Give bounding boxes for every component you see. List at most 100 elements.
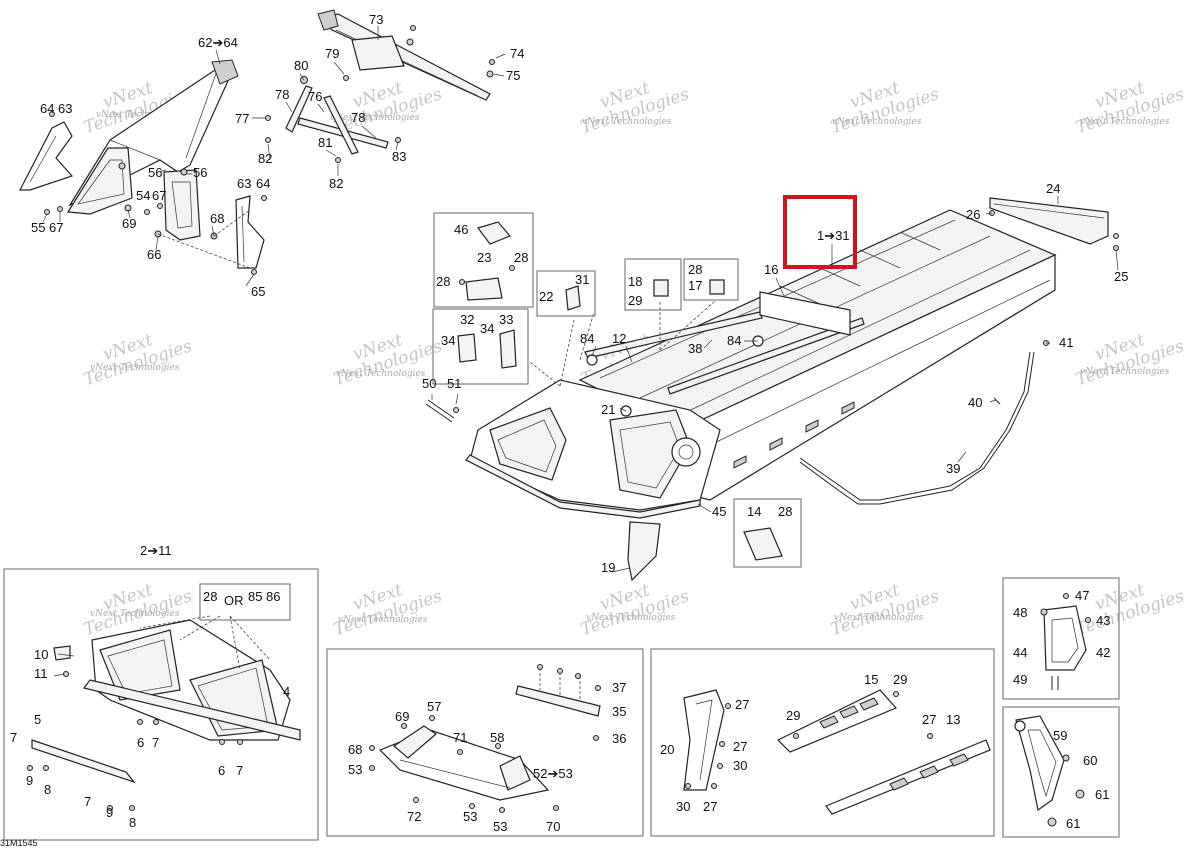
callout-label: 28 [778,504,792,519]
callout-label: 5 [34,712,41,727]
heat-exchanger-13 [825,739,991,815]
callout-label: 86 [266,589,280,604]
callout-label: 67 [152,188,166,203]
callout-label: 34 [480,321,494,336]
callout-label: 8 [44,782,51,797]
callout-label: 55 [31,220,45,235]
callout-label: 65 [251,284,265,299]
tunnel-reinforcement-box [650,648,995,837]
callout-label: 10 [34,647,48,662]
callout-label: OR [224,593,244,608]
watermark-text: vNext Technologies [832,117,922,127]
bracket-19 [627,521,661,582]
callout-label: 28 [203,589,217,604]
heat-shield-left [19,121,74,191]
rear-rod [799,351,1031,501]
callout-label: 40 [968,395,982,410]
callout-label: 27 [735,697,749,712]
callout-label: 46 [454,222,468,237]
callout-label: 83 [392,149,406,164]
front-chassis-bottom-rail [465,454,701,519]
callout-label: 32 [460,312,474,327]
rear-bumper [989,197,1109,245]
callout-label: 31 [575,272,589,287]
steering-link-left [285,85,313,133]
callout-label: 18 [628,274,642,289]
callout-label: 50 [422,376,436,391]
tunnel-rail [667,317,865,395]
callout-label: 14 [747,504,761,519]
heat-shield-right [235,195,265,269]
callout-label: 37 [612,680,626,695]
steering-support-assembly [19,59,267,275]
callout-label: 53 [348,762,362,777]
steering-support-gusset [163,169,201,241]
callout-label: 30 [733,758,747,773]
right-side-boxes [1002,577,1120,838]
watermark-text: vNext Technologies [586,613,676,623]
callout-label: 64 [40,101,54,116]
callout-label: 6 [137,735,144,750]
steering-support-gusset [66,147,133,215]
highlight-label: 1➔31 [817,228,850,243]
steering-arm [320,13,491,101]
callout-label: 27 [922,712,936,727]
steering-arm-end [317,9,339,31]
steering-link-assembly [265,9,495,163]
callout-label: 47 [1075,588,1089,603]
callout-label: 23 [477,250,491,265]
callout-label: 28 [688,262,702,277]
callout-label: 13 [946,712,960,727]
callout-label: 68 [210,211,224,226]
callout-labels: 62➔64 73 79 74 75 80 78 76 77 78 81 82 8… [10,12,1128,834]
callout-label: 59 [1053,728,1067,743]
callout-label: 29 [786,708,800,723]
box-22-31 [536,270,596,317]
callout-label: 56 [148,165,162,180]
front-chassis-right-frame [609,409,691,499]
callout-label: 78 [275,87,289,102]
callout-label: 12 [612,331,626,346]
callout-label: 30 [676,799,690,814]
box-46-23 [433,212,534,308]
callout-label: 20 [660,742,674,757]
callout-label: 53 [493,819,507,834]
bracket-44 [1043,605,1087,671]
watermark-text: vNext Technologies [834,613,924,623]
callout-label: 78 [351,110,365,125]
callout-label: 73 [369,12,383,27]
callout-label: 76 [308,89,322,104]
callout-label: 58 [490,730,504,745]
callout-label: 22 [539,289,553,304]
reinforcement-20 [683,689,725,791]
callout-label: 66 [147,247,161,262]
callout-label: 27 [733,739,747,754]
box-28-17 [683,258,739,301]
callout-label: 62➔64 [198,35,238,50]
callout-label: 63 [58,101,72,116]
callout-label: 9 [26,773,33,788]
callout-label: 80 [294,58,308,73]
bumper-bar-35 [515,685,601,717]
callout-label: 49 [1013,672,1027,687]
callout-label: 8 [129,815,136,830]
callout-label: 67 [49,220,63,235]
tunnel-rail [584,311,763,359]
callout-label: 56 [193,165,207,180]
callout-label: 29 [893,672,907,687]
callout-label: 57 [427,699,441,714]
callout-label: 42 [1096,645,1110,660]
callout-label: 15 [864,672,878,687]
watermark-text: vNext Technologies [336,369,426,379]
callout-label: 35 [612,704,626,719]
watermark-text: vNext Technologies [1080,117,1170,127]
callout-label: 34 [441,333,455,348]
front-frame-box [3,568,319,841]
callout-label: 79 [325,46,339,61]
callout-label: 26 [966,207,980,222]
callout-label: 54 [136,188,150,203]
callout-label: 33 [499,312,513,327]
callout-label: 7 [10,730,17,745]
callout-label: 71 [453,730,467,745]
callout-label: 29 [628,293,642,308]
